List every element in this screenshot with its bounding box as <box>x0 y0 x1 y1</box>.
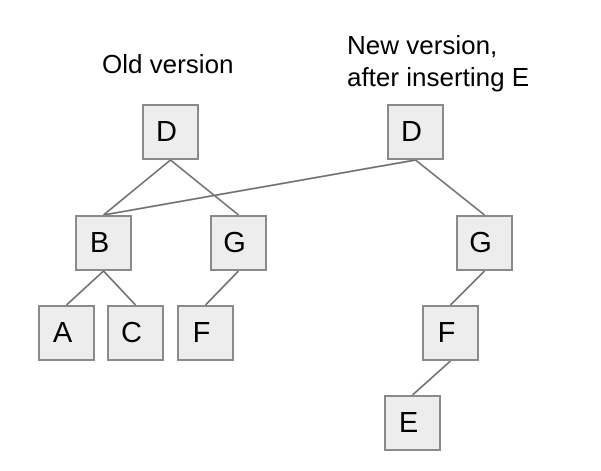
edge-old-g-to-old-f <box>204 270 240 306</box>
tree-node-new-e[interactable]: E <box>384 395 441 451</box>
old-version-title: Old version <box>102 49 234 79</box>
tree-node-old-a[interactable]: A <box>38 305 95 361</box>
tree-node-old-g[interactable]: G <box>210 215 267 271</box>
tree-node-old-d[interactable]: D <box>142 104 199 160</box>
node-label: D <box>401 115 422 148</box>
edge-new-d-to-new-g <box>414 159 486 216</box>
edge-new-g-to-new-f <box>449 270 486 306</box>
node-label: B <box>89 226 110 259</box>
node-label: C <box>121 316 142 349</box>
node-label: F <box>437 316 456 349</box>
tree-node-old-f[interactable]: F <box>177 305 234 361</box>
tree-node-old-b[interactable]: B <box>75 215 132 271</box>
tree-node-new-g[interactable]: G <box>456 215 513 271</box>
tree-node-new-f[interactable]: F <box>422 305 479 361</box>
tree-node-old-c[interactable]: C <box>107 305 164 361</box>
node-label: E <box>398 406 419 439</box>
edge-new-f-to-new-e <box>411 360 452 396</box>
edge-old-b-to-old-c <box>102 270 137 306</box>
node-label: G <box>469 226 492 259</box>
node-label: F <box>192 316 211 349</box>
new-version-title: New version, after inserting E <box>347 30 530 92</box>
tree-node-new-d[interactable]: D <box>387 104 444 160</box>
node-label: D <box>156 115 177 148</box>
edge-old-d-to-old-g <box>169 159 240 216</box>
node-label: A <box>52 316 73 349</box>
node-label: G <box>223 226 246 259</box>
edge-new-d-to-old-b <box>103 159 416 216</box>
edge-old-b-to-old-a <box>65 270 105 306</box>
edge-old-d-to-old-b <box>102 159 172 216</box>
